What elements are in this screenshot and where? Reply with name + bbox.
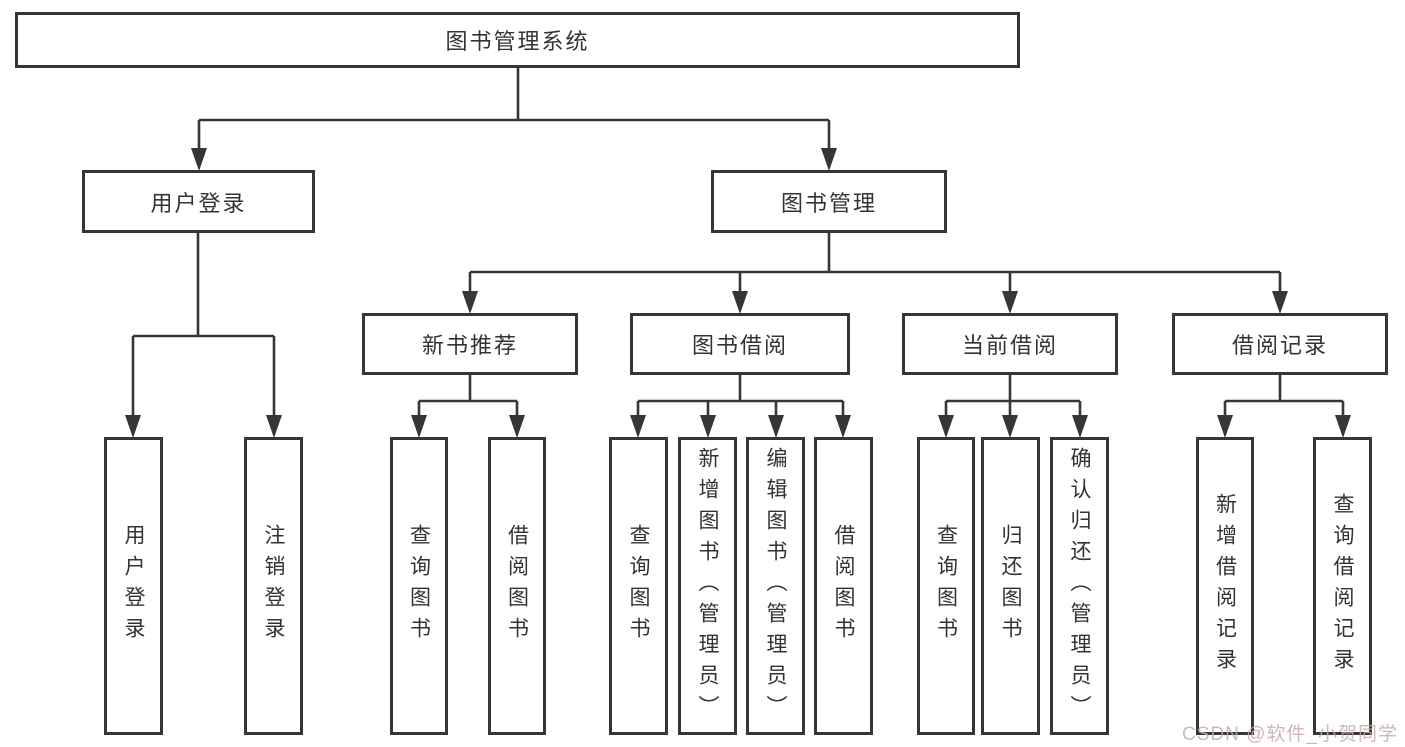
leaf-confirm-return-admin: 确认归还（管理员） bbox=[1050, 437, 1109, 735]
node-label: 查询图书 bbox=[407, 524, 431, 648]
node-label: 图书管理 bbox=[780, 190, 877, 216]
node-root-system: 图书管理系统 bbox=[15, 12, 1020, 68]
leaf-query-borrow-record: 查询借阅记录 bbox=[1313, 437, 1372, 735]
node-label: 图书借阅 bbox=[691, 333, 788, 358]
node-label: 借阅记录 bbox=[1231, 333, 1328, 358]
node-label: 当前借阅 bbox=[961, 333, 1058, 358]
node-label: 新书推荐 bbox=[421, 333, 518, 358]
leaf-query-books-borrow: 查询图书 bbox=[609, 437, 668, 735]
leaf-edit-books-admin: 编辑图书（管理员） bbox=[746, 437, 805, 735]
node-label: 注销登录 bbox=[262, 524, 285, 648]
node-label: 图书管理系统 bbox=[445, 29, 590, 54]
leaf-add-borrow-record: 新增借阅记录 bbox=[1196, 437, 1254, 735]
leaf-user-login: 用户登录 bbox=[104, 437, 163, 735]
node-label: 用户登录 bbox=[122, 524, 145, 648]
node-label: 借阅图书 bbox=[832, 524, 855, 648]
leaf-logout: 注销登录 bbox=[244, 437, 303, 735]
leaf-return-books: 归还图书 bbox=[981, 437, 1040, 735]
node-label: 确认归还（管理员） bbox=[1068, 446, 1091, 726]
leaf-add-books-admin: 新增图书（管理员） bbox=[678, 437, 737, 735]
leaf-query-books-recommend: 查询图书 bbox=[390, 437, 448, 735]
node-label: 查询借阅记录 bbox=[1331, 493, 1354, 679]
node-label: 借阅图书 bbox=[505, 524, 529, 648]
node-borrowing-records: 借阅记录 bbox=[1172, 313, 1388, 375]
node-label: 归还图书 bbox=[999, 524, 1022, 648]
node-book-borrowing: 图书借阅 bbox=[630, 313, 850, 375]
node-label: 查询图书 bbox=[934, 524, 958, 648]
leaf-borrow-books: 借阅图书 bbox=[814, 437, 873, 735]
csdn-watermark: CSDN @软件_小贺同学 bbox=[1182, 724, 1398, 745]
node-new-book-recommend: 新书推荐 bbox=[362, 313, 578, 375]
node-label: 查询图书 bbox=[627, 524, 650, 648]
leaf-query-books-current: 查询图书 bbox=[917, 437, 975, 735]
node-book-management-branch: 图书管理 bbox=[711, 170, 947, 233]
node-label: 编辑图书（管理员） bbox=[764, 446, 787, 726]
node-user-login-branch: 用户登录 bbox=[82, 170, 315, 233]
node-label: 用户登录 bbox=[150, 190, 247, 216]
leaf-borrow-books-recommend: 借阅图书 bbox=[488, 437, 546, 735]
node-label: 新增图书（管理员） bbox=[696, 446, 719, 726]
node-current-borrowing: 当前借阅 bbox=[902, 313, 1118, 375]
node-label: 新增借阅记录 bbox=[1213, 493, 1237, 679]
